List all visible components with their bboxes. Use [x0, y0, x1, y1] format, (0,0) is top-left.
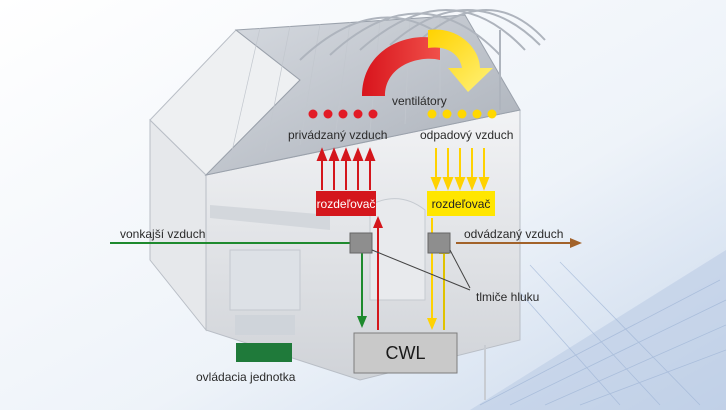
floor-grid-shade [470, 250, 726, 410]
outdoor-air-label: vonkajší vzduch [120, 227, 206, 241]
exhaust-dots [427, 109, 497, 119]
silencers-label: tlmiče hluku [476, 290, 540, 304]
fan-red-arrow [362, 37, 440, 96]
silencer-leaders [371, 249, 471, 291]
discharged-air-arrowhead [570, 238, 582, 248]
fan-yellow-arrow [428, 29, 493, 93]
silencer-left [349, 232, 373, 254]
mezzanine [210, 205, 330, 230]
bathroom-sink [235, 315, 295, 335]
distributor-right-label: rozdeľovač [427, 191, 495, 216]
supply-air-label: privádzaný vzduch [288, 128, 388, 142]
bathroom-cabinet [229, 249, 301, 311]
fans-label: ventilátory [392, 94, 447, 108]
cwl-label: CWL [385, 342, 426, 363]
control-unit [236, 343, 292, 362]
duct-lines [357, 216, 449, 330]
control-unit-label: ovládacia jednotka [196, 370, 296, 384]
discharged-air-label: odvádzaný vzduch [464, 227, 564, 241]
supply-dots [308, 109, 378, 119]
cwl-unit [353, 332, 458, 374]
exhaust-arrows [430, 148, 490, 191]
interior-wall [369, 198, 426, 301]
distributor-left-label: rozdeľovač [316, 191, 376, 216]
silencer-right [427, 232, 451, 254]
exhaust-air-label: odpadový vzduch [420, 128, 514, 142]
supply-arrows [316, 147, 376, 190]
